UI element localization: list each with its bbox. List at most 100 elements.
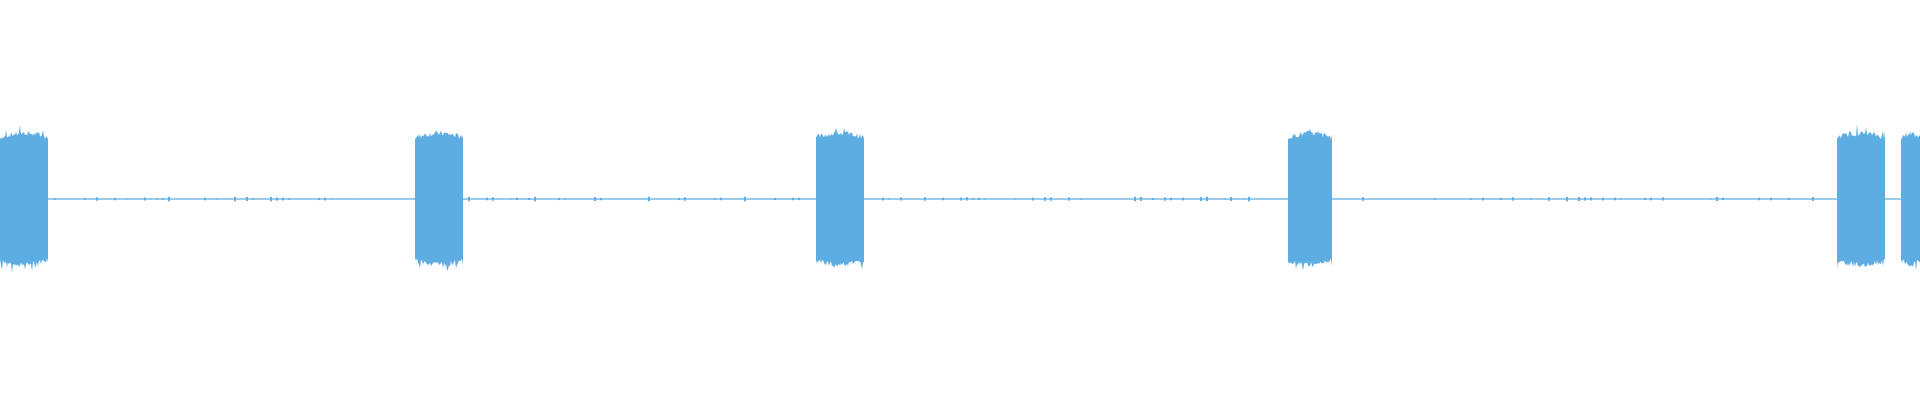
- waveform-noise-tick: [1242, 198, 1244, 200]
- waveform-noise-tick: [798, 197, 800, 201]
- waveform-noise-tick: [1566, 196, 1568, 202]
- waveform-noise-tick: [1584, 197, 1586, 201]
- waveform-noise-tick: [792, 197, 794, 201]
- waveform-noise-tick: [1140, 197, 1142, 201]
- waveform-noise-tick: [1212, 198, 1214, 200]
- waveform-noise-tick: [234, 196, 236, 202]
- waveform-noise-tick: [942, 197, 944, 201]
- waveform-noise-tick: [354, 198, 356, 200]
- waveform-noise-tick: [1470, 198, 1472, 200]
- waveform-noise-tick: [1620, 198, 1622, 200]
- waveform-noise-tick: [1044, 197, 1046, 201]
- waveform-noise-tick: [648, 196, 650, 202]
- waveform-noise-tick: [516, 197, 518, 201]
- waveform-noise-tick: [414, 198, 416, 200]
- waveform-noise-tick: [816, 196, 818, 202]
- waveform-noise-tick: [1362, 197, 1364, 201]
- waveform-noise-tick: [858, 197, 860, 201]
- waveform-noise-tick: [888, 198, 890, 200]
- waveform-noise-tick: [36, 196, 38, 201]
- waveform-noise-tick: [1614, 197, 1616, 201]
- waveform-noise-tick: [84, 198, 86, 200]
- waveform-noise-tick: [1530, 198, 1532, 200]
- waveform-noise-tick: [1134, 196, 1136, 202]
- waveform-noise-tick: [12, 198, 14, 200]
- waveform-noise-tick: [1032, 197, 1034, 201]
- waveform-noise-tick: [558, 197, 560, 201]
- waveform-noise-tick: [270, 196, 272, 202]
- waveform-noise-tick: [1482, 197, 1484, 201]
- waveform-noise-tick: [684, 197, 686, 201]
- waveform-noise-tick: [324, 197, 326, 201]
- waveform-noise-tick: [156, 198, 158, 200]
- waveform-noise-tick: [924, 197, 926, 201]
- waveform-noise-tick: [1854, 196, 1856, 201]
- waveform-noise-tick: [276, 197, 278, 201]
- waveform-noise-tick: [678, 197, 680, 201]
- waveform-noise-tick: [1590, 197, 1592, 201]
- waveform-noise-tick: [1902, 196, 1904, 202]
- waveform-noise-tick: [486, 197, 488, 201]
- waveform-noise-tick: [972, 198, 974, 200]
- waveform-noise-tick: [216, 198, 218, 200]
- waveform-burst: [1288, 128, 1332, 271]
- waveform-noise-tick: [60, 198, 62, 200]
- waveform-noise-tick: [252, 198, 254, 200]
- waveform-noise-tick: [468, 196, 470, 202]
- waveform-noise-tick: [24, 196, 26, 202]
- waveform-burst: [1901, 131, 1920, 271]
- waveform-noise-tick: [1014, 198, 1016, 200]
- waveform-noise-tick: [282, 197, 284, 201]
- waveform-noise-tick: [1050, 197, 1052, 201]
- waveform-noise-tick: [1230, 197, 1232, 201]
- waveform-noise-tick: [774, 198, 776, 200]
- waveform-noise-tick: [1068, 197, 1070, 201]
- waveform-noise-tick: [1320, 197, 1322, 201]
- waveform-noise-tick: [1326, 197, 1328, 201]
- waveform-noise-tick: [510, 198, 512, 200]
- waveform-noise-tick: [1758, 197, 1760, 201]
- waveform-noise-tick: [1188, 198, 1190, 200]
- waveform-noise-tick: [1662, 197, 1664, 201]
- waveform-noise-tick: [162, 198, 164, 200]
- waveform-noise-tick: [1716, 197, 1718, 201]
- waveform-noise-tick: [846, 197, 848, 201]
- waveform-noise-tick: [1248, 196, 1250, 202]
- waveform-noise-tick: [1710, 198, 1712, 200]
- waveform-noise-tick: [1206, 196, 1208, 202]
- waveform-noise-tick: [960, 197, 962, 201]
- waveform-bursts: [0, 123, 1920, 273]
- waveform-noise-tick: [1500, 198, 1502, 201]
- waveform-noise-tick: [594, 197, 596, 201]
- waveform-noise-tick: [1578, 197, 1580, 201]
- waveform-noise-tick: [1602, 197, 1604, 201]
- waveform-noise-tick: [882, 197, 884, 201]
- waveform-noise-tick: [1080, 198, 1082, 200]
- waveform-noise-tick: [330, 198, 332, 200]
- waveform-noise-tick: [1722, 197, 1724, 201]
- waveform-noise-tick: [1644, 197, 1646, 201]
- waveform-noise-tick: [456, 198, 458, 200]
- waveform-noise-tick: [900, 197, 902, 201]
- waveform-noise-tick: [1302, 196, 1304, 202]
- waveform-noise-tick: [246, 197, 248, 201]
- waveform-noise-tick: [426, 198, 428, 200]
- waveform-noise-tick: [54, 198, 56, 200]
- waveform-noise-tick: [984, 198, 986, 200]
- waveform-noise-tick: [204, 197, 206, 201]
- waveform-burst: [1837, 123, 1885, 268]
- waveform-noise-tick: [168, 196, 170, 202]
- waveform-noise-tick: [144, 197, 146, 201]
- waveform-noise-tick: [1788, 198, 1790, 200]
- waveform-noise-tick: [1428, 198, 1430, 200]
- waveform-noise-tick: [528, 198, 530, 200]
- waveform-noise-tick: [1224, 198, 1226, 200]
- waveform-noise-tick: [744, 196, 746, 202]
- waveform-noise-tick: [1866, 198, 1868, 200]
- waveform-noise-tick: [564, 198, 566, 200]
- waveform-noise-tick: [966, 197, 968, 201]
- waveform-noise-tick: [1152, 198, 1154, 200]
- waveform-noise-tick: [96, 197, 98, 201]
